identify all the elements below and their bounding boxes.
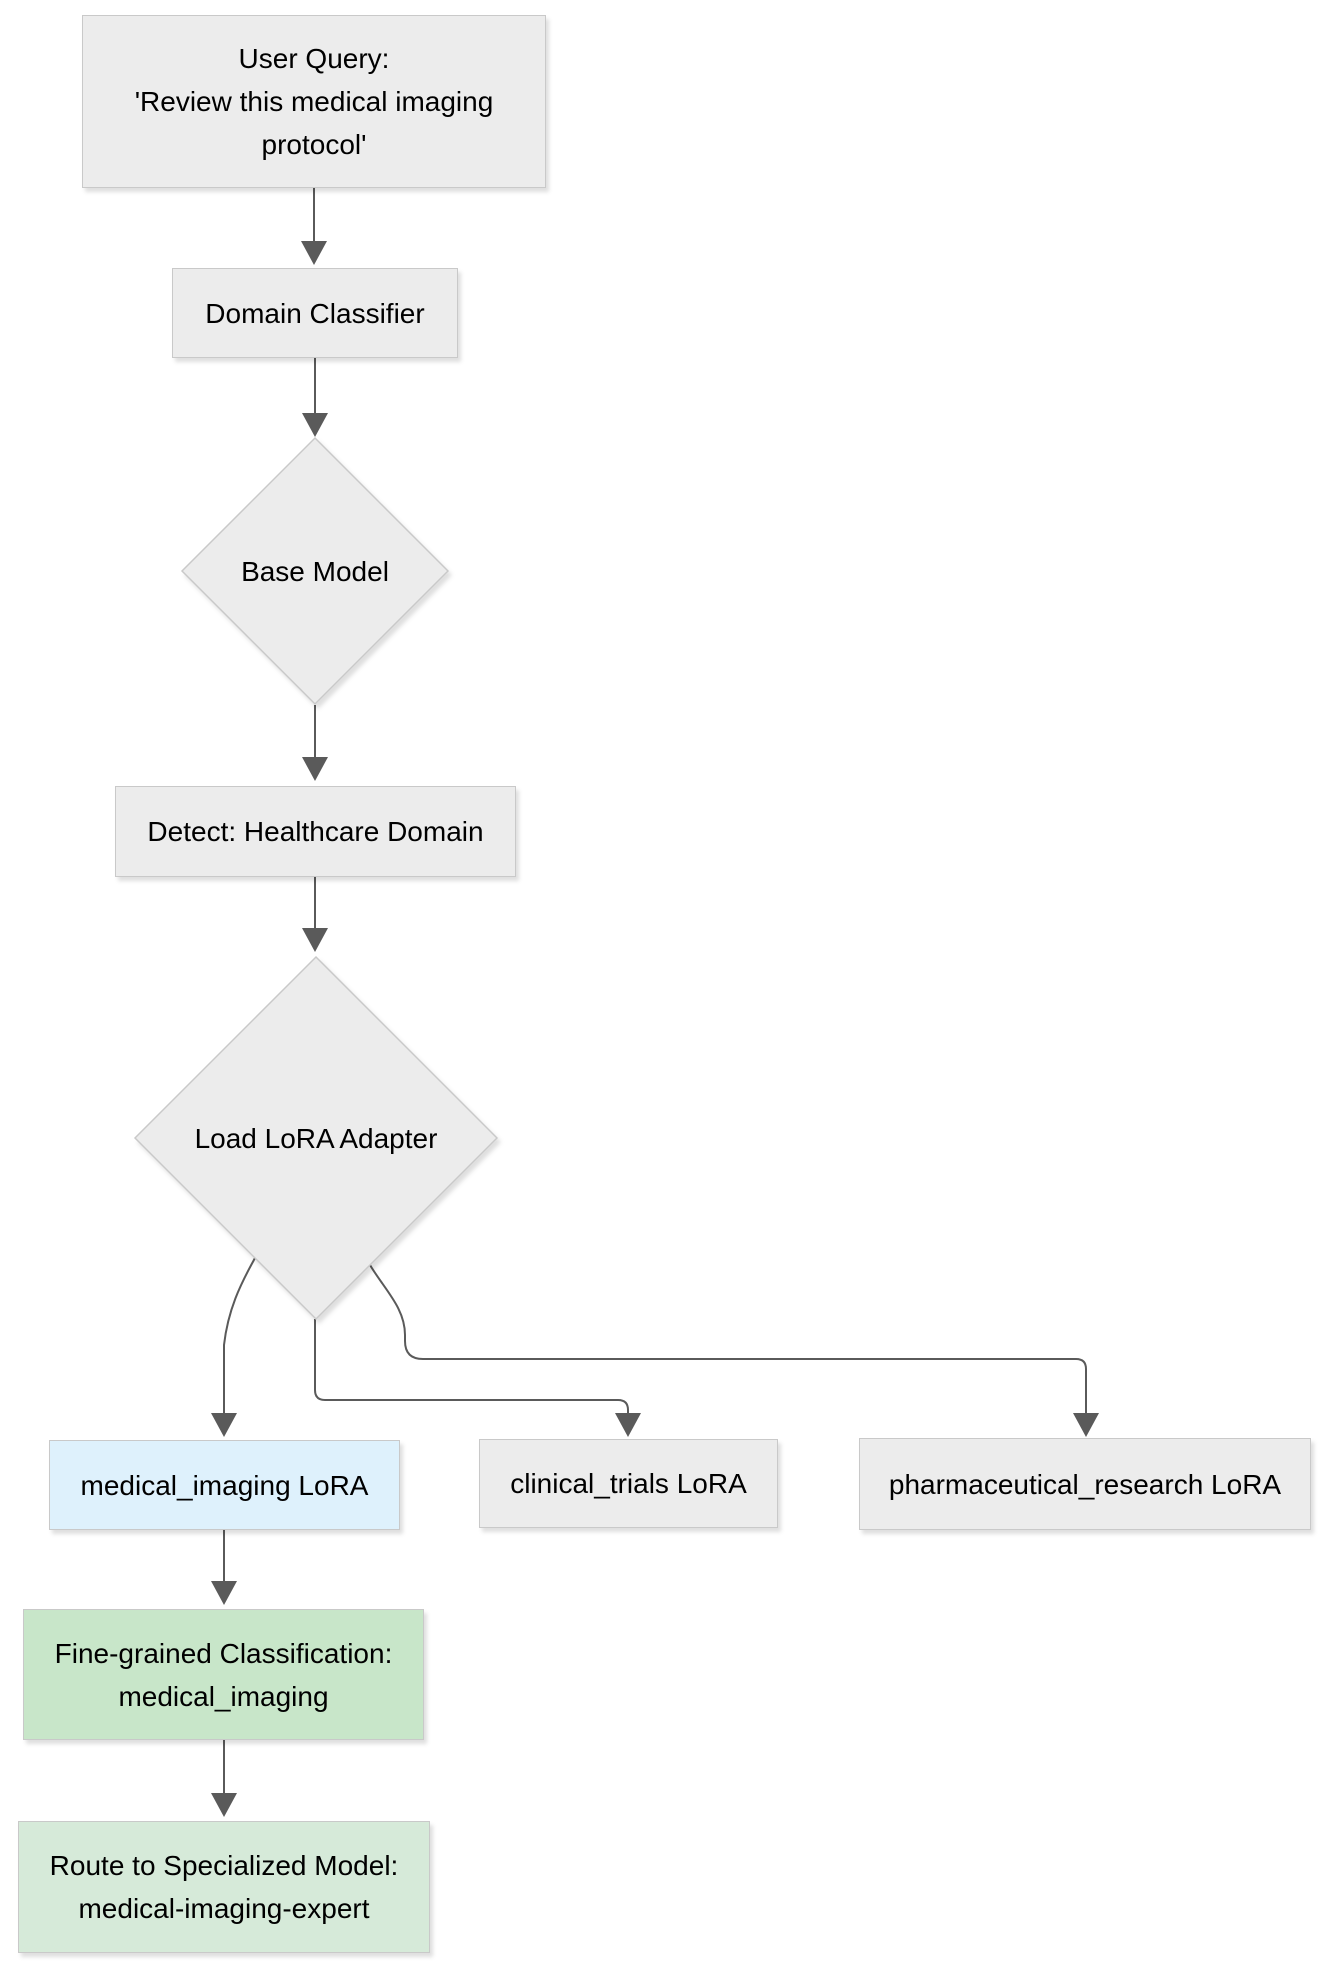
node-detect-healthcare-domain-label: Detect: Healthcare Domain bbox=[147, 816, 484, 847]
arrowhead-icon bbox=[302, 928, 328, 952]
arrowhead-icon bbox=[211, 1793, 237, 1817]
node-pharmaceutical-research-lora: pharmaceutical_research LoRA bbox=[859, 1438, 1311, 1530]
node-medical-imaging-lora: medical_imaging LoRA bbox=[49, 1440, 400, 1530]
node-user-query-line1: User Query: bbox=[238, 43, 390, 74]
arrowhead-icon bbox=[615, 1413, 641, 1437]
arrowhead-icon bbox=[302, 757, 328, 781]
node-fine-grained-classification-line1: Fine-grained Classification: bbox=[54, 1637, 393, 1669]
node-user-query: User Query: 'Review this medical imaging… bbox=[82, 15, 546, 188]
node-user-query-line2: 'Review this medical imaging bbox=[134, 86, 494, 117]
node-clinical-trials-lora: clinical_trials LoRA bbox=[479, 1439, 778, 1528]
arrowhead-icon bbox=[1073, 1413, 1099, 1437]
arrowhead-icon bbox=[211, 1413, 237, 1437]
node-detect-healthcare-domain: Detect: Healthcare Domain bbox=[115, 786, 516, 877]
node-route-to-specialized-model: Route to Specialized Model: medical-imag… bbox=[18, 1821, 430, 1953]
arrowhead-icon bbox=[302, 413, 328, 437]
node-load-lora-adapter-label: Load LoRA Adapter bbox=[194, 1123, 438, 1154]
arrowhead-icon bbox=[211, 1581, 237, 1605]
node-medical-imaging-lora-label: medical_imaging LoRA bbox=[80, 1469, 369, 1501]
edge-load-lora-to-clinical-trials bbox=[314, 1319, 629, 1413]
edge-load-lora-to-pharmaceutical-research bbox=[369, 1264, 1087, 1413]
node-load-lora-adapter-diamond bbox=[133, 955, 499, 1321]
node-base-model-diamond bbox=[180, 436, 450, 706]
node-fine-grained-classification-line2: medical_imaging bbox=[118, 1680, 329, 1712]
node-pharmaceutical-research-lora-label: pharmaceutical_research LoRA bbox=[888, 1468, 1282, 1500]
edge-load-lora-to-medical-imaging bbox=[223, 1257, 256, 1413]
node-base-model-label: Base Model bbox=[241, 556, 389, 587]
node-clinical-trials-lora-label: clinical_trials LoRA bbox=[510, 1468, 747, 1499]
node-route-to-specialized-model-line1: Route to Specialized Model: bbox=[49, 1850, 399, 1881]
arrowhead-icon bbox=[301, 241, 327, 265]
node-route-to-specialized-model-line2: medical-imaging-expert bbox=[78, 1893, 370, 1924]
node-fine-grained-classification: Fine-grained Classification: medical_ima… bbox=[23, 1609, 424, 1740]
node-domain-classifier: Domain Classifier bbox=[172, 268, 458, 358]
node-domain-classifier-label: Domain Classifier bbox=[205, 297, 425, 329]
node-user-query-line3: protocol' bbox=[261, 129, 367, 160]
